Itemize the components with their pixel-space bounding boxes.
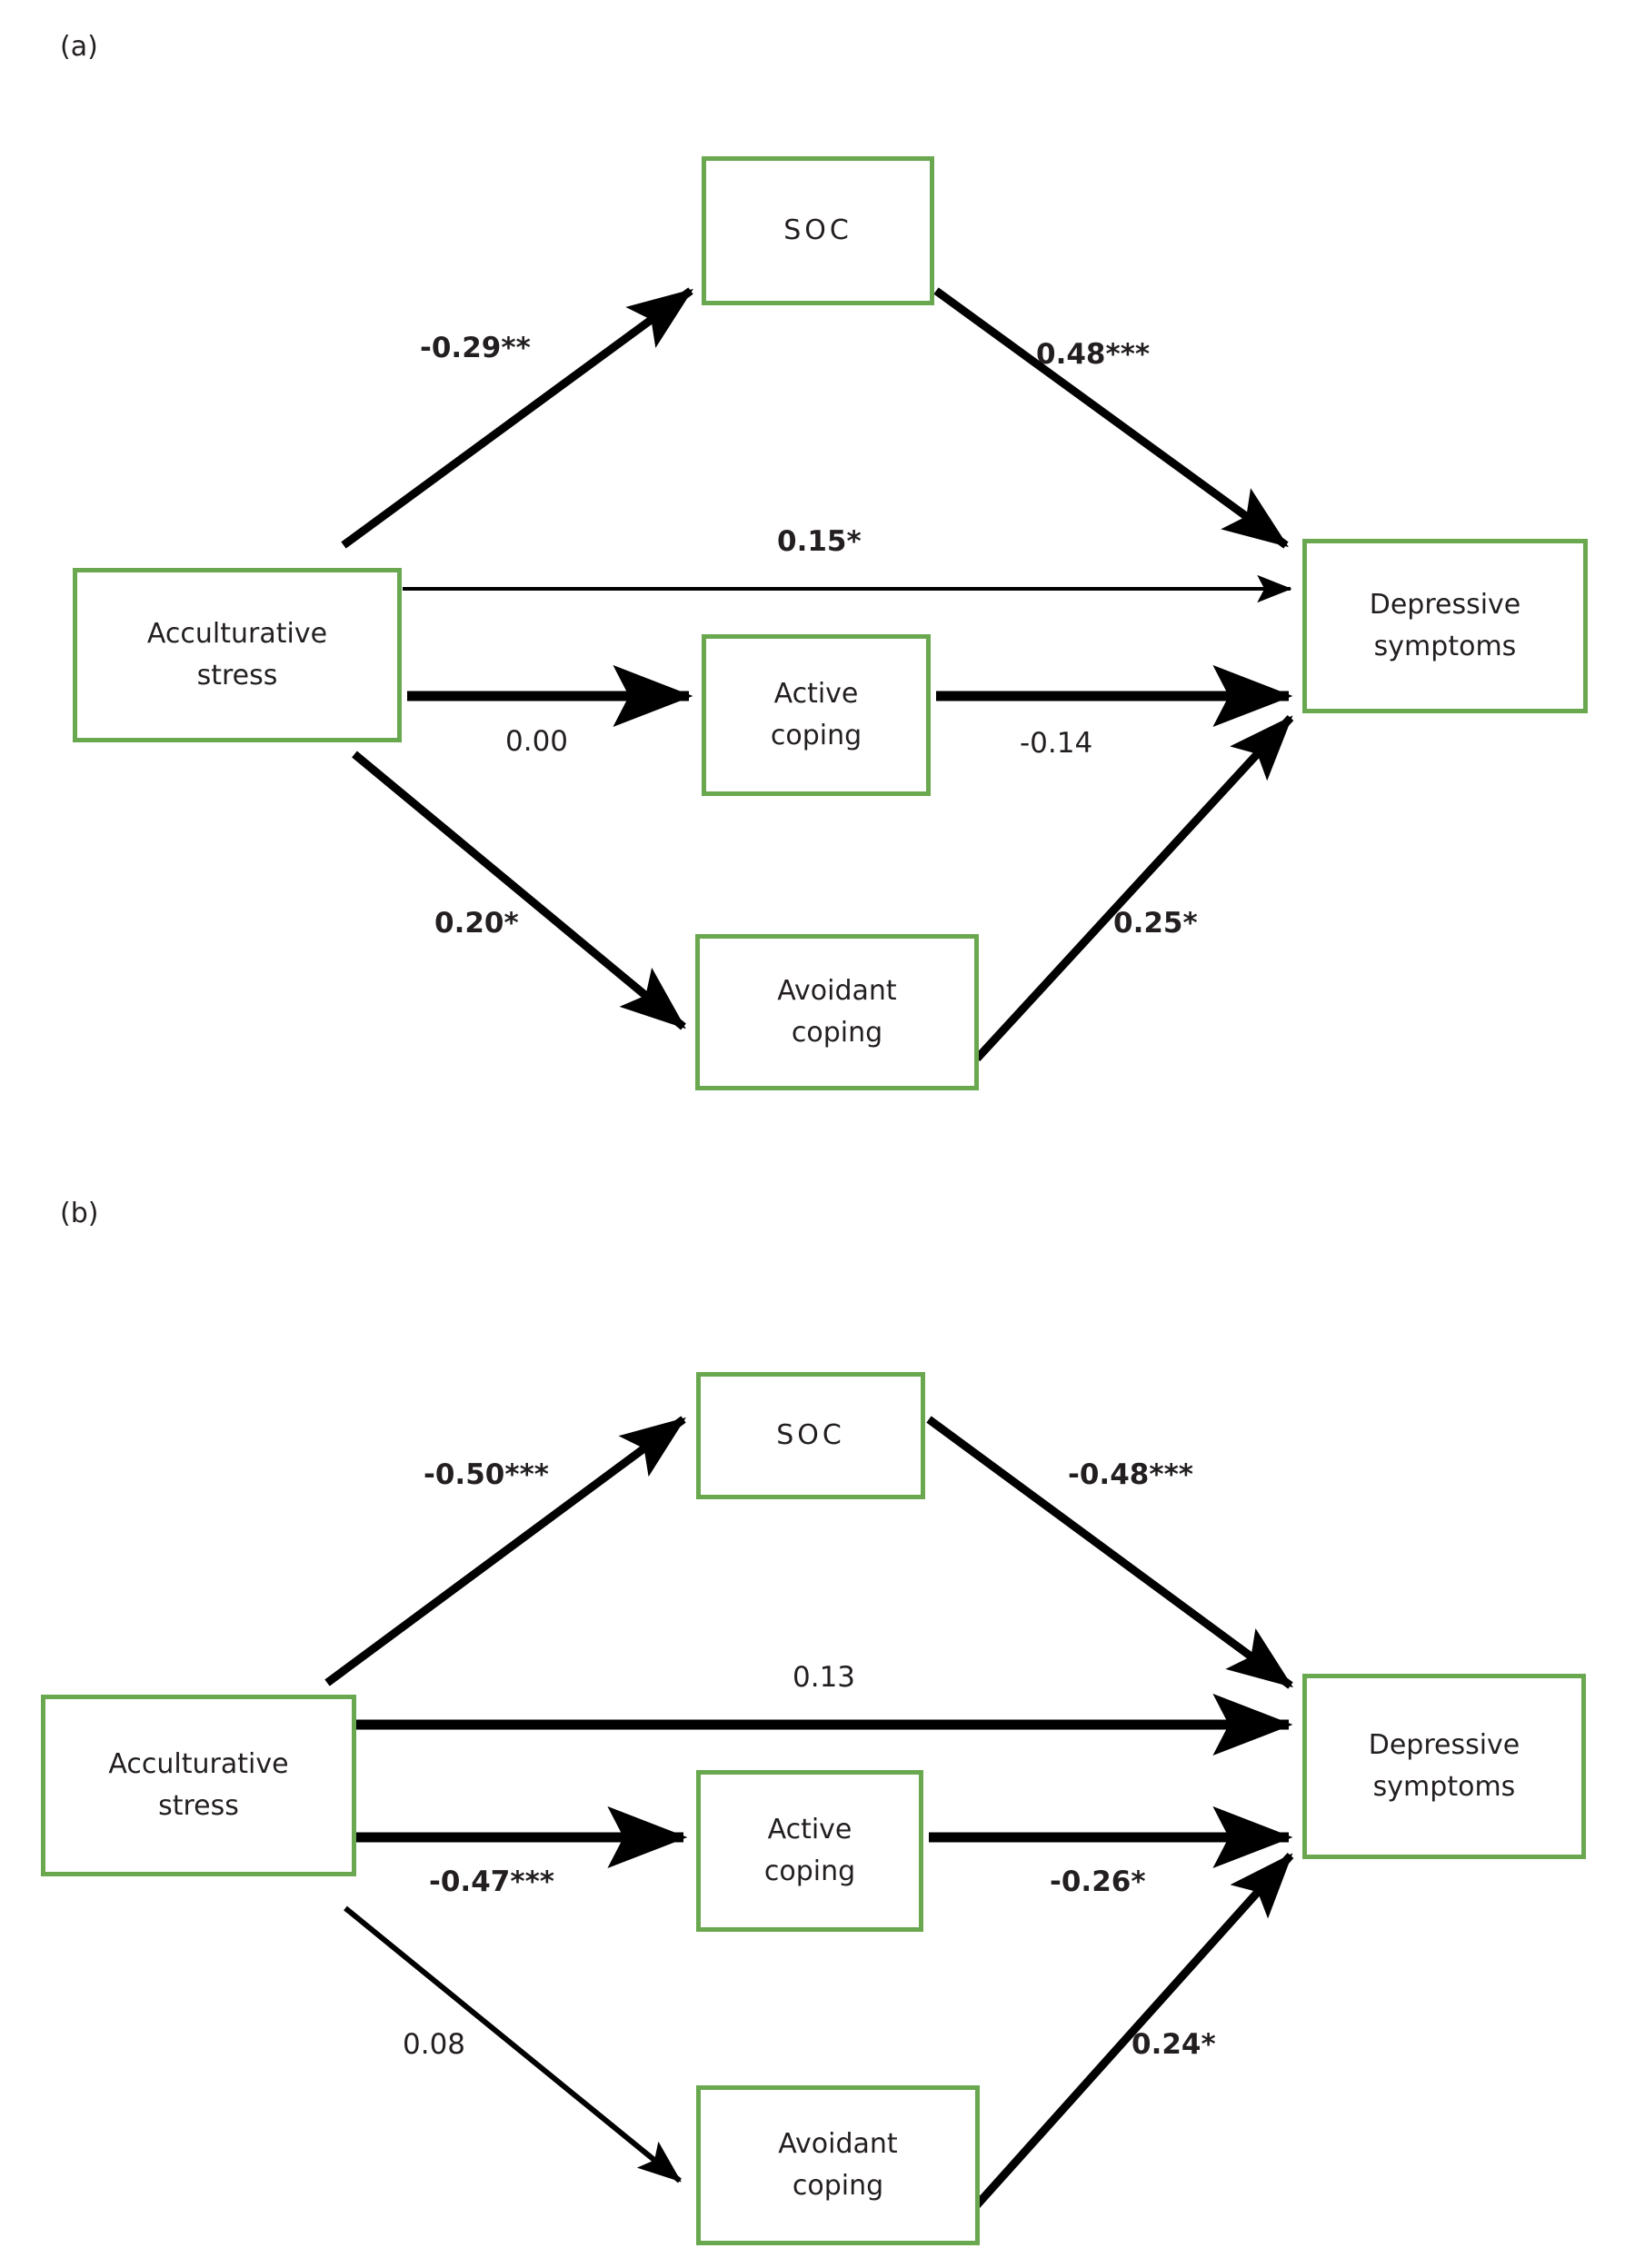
edge-a-soc-to-depressive <box>933 287 1289 549</box>
node-b-acculturative-stress[interactable]: Acculturative stress <box>41 1695 356 1876</box>
path-label-b-stress-to-active: -0.47*** <box>429 1865 554 1898</box>
node-a-avoidant-line2: coping <box>791 1017 883 1049</box>
node-b-depressive-line2: symptoms <box>1372 1771 1516 1803</box>
node-b-active-coping[interactable]: Active coping <box>696 1770 923 1932</box>
node-a-avoidant-coping[interactable]: Avoidant coping <box>695 934 979 1090</box>
node-a-stress-line1: Acculturative <box>146 617 328 650</box>
node-b-soc[interactable]: SOC <box>696 1372 925 1499</box>
node-b-soc-label: SOC <box>776 1418 845 1451</box>
node-b-depressive-symptoms[interactable]: Depressive symptoms <box>1302 1674 1586 1859</box>
node-b-stress-line1: Acculturative <box>108 1747 289 1780</box>
edge-b-stress-to-avoidant <box>344 1905 682 2183</box>
node-a-active-coping[interactable]: Active coping <box>702 634 931 796</box>
path-label-a-active-to-depressive: -0.14 <box>1020 727 1093 760</box>
path-label-b-stress-to-avoidant: 0.08 <box>403 2028 466 2061</box>
node-a-depressive-line1: Depressive <box>1369 588 1521 621</box>
path-label-a-stress-to-active: 0.00 <box>505 725 569 758</box>
path-label-b-soc-to-depressive: -0.48*** <box>1068 1458 1193 1491</box>
path-label-a-direct: 0.15* <box>777 525 862 558</box>
node-b-active-line2: coping <box>763 1855 856 1887</box>
path-label-b-active-to-depressive: -0.26* <box>1050 1865 1146 1898</box>
node-b-active-line1: Active <box>767 1813 852 1845</box>
edge-a-stress-to-avoidant <box>352 751 686 1030</box>
node-a-active-line2: coping <box>770 720 862 751</box>
path-label-b-avoidant-to-depressive: 0.24* <box>1132 2028 1216 2061</box>
path-label-a-avoidant-to-depressive: 0.25* <box>1113 907 1198 940</box>
path-label-b-stress-to-soc: -0.50*** <box>424 1458 549 1491</box>
node-a-depressive-symptoms[interactable]: Depressive symptoms <box>1302 539 1588 713</box>
node-a-soc-label: SOC <box>783 214 852 246</box>
panel-a-label: (a) <box>60 31 98 63</box>
path-label-b-direct: 0.13 <box>793 1661 856 1694</box>
node-b-stress-line2: stress <box>158 1790 239 1822</box>
edge-a-stress-to-soc <box>341 287 693 549</box>
node-a-depressive-line2: symptoms <box>1373 631 1517 662</box>
path-label-a-stress-to-avoidant: 0.20* <box>434 907 519 940</box>
node-b-avoidant-coping[interactable]: Avoidant coping <box>696 2085 980 2245</box>
node-b-avoidant-line2: coping <box>792 2170 884 2202</box>
node-a-avoidant-line1: Avoidant <box>777 974 897 1007</box>
node-a-stress-line2: stress <box>196 660 278 691</box>
path-label-a-stress-to-soc: -0.29** <box>420 332 531 364</box>
panel-b-label: (b) <box>60 1198 99 1229</box>
node-a-soc[interactable]: SOC <box>702 156 934 305</box>
path-label-a-soc-to-depressive: 0.48*** <box>1036 338 1151 371</box>
node-a-acculturative-stress[interactable]: Acculturative stress <box>73 568 402 742</box>
node-b-depressive-line1: Depressive <box>1368 1728 1520 1761</box>
node-a-active-line1: Active <box>773 677 859 710</box>
edge-a-avoidant-to-depressive <box>973 714 1294 1062</box>
node-b-avoidant-line1: Avoidant <box>778 2127 898 2160</box>
